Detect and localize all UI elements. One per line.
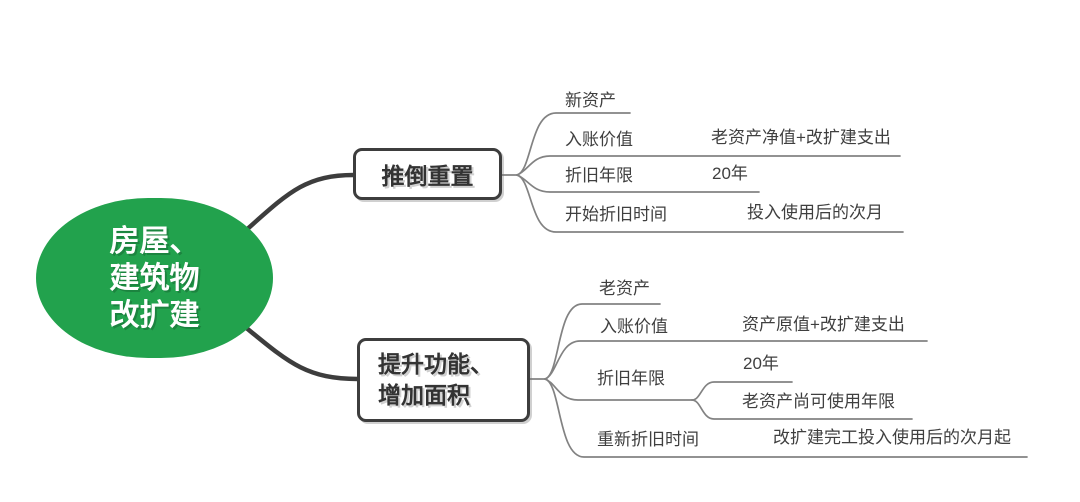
branch-label-line: 增加面积 — [378, 382, 470, 408]
central-topic-line: 房屋、 — [109, 224, 200, 258]
subtopic-period-option-remaining-life[interactable]: 老资产尚可使用年限 — [742, 392, 895, 411]
subtopic-new-asset[interactable]: 新资产 — [565, 91, 616, 110]
subtopic-depreciation-start-detail[interactable]: 投入使用后的次月 — [747, 203, 883, 222]
subtopic-booking-value-2[interactable]: 入账价值 — [600, 317, 668, 336]
subtopic-booking-value[interactable]: 入账价值 — [565, 130, 633, 149]
branch-label: 推倒重置 — [381, 163, 474, 189]
subtopic-depreciation-period-detail[interactable]: 20年 — [712, 164, 748, 183]
subtopic-depreciation-start[interactable]: 开始折旧时间 — [565, 205, 667, 224]
subtopic-re-depreciation-time[interactable]: 重新折旧时间 — [597, 430, 699, 449]
subtopic-booking-value-2-detail[interactable]: 资产原值+改扩建支出 — [742, 315, 905, 334]
central-topic-line: 建筑物 — [109, 261, 200, 295]
branch-node-improve-expand[interactable]: 提升功能、 增加面积 — [357, 338, 530, 422]
subtopic-depreciation-period[interactable]: 折旧年限 — [565, 166, 633, 185]
subtopic-old-asset[interactable]: 老资产 — [599, 279, 650, 298]
branch-node-demolish-rebuild[interactable]: 推倒重置 — [353, 148, 502, 200]
branch-label-line: 提升功能、 — [378, 351, 493, 377]
central-topic-line: 改扩建 — [109, 298, 200, 332]
subtopic-period-option-20years[interactable]: 20年 — [743, 354, 779, 373]
subtopic-re-depreciation-time-detail[interactable]: 改扩建完工投入使用后的次月起 — [773, 428, 1011, 447]
subtopic-booking-value-detail[interactable]: 老资产净值+改扩建支出 — [711, 128, 891, 147]
central-topic-node[interactable]: 房屋、 建筑物 改扩建 — [36, 198, 273, 358]
subtopic-depreciation-period-2[interactable]: 折旧年限 — [597, 369, 665, 388]
